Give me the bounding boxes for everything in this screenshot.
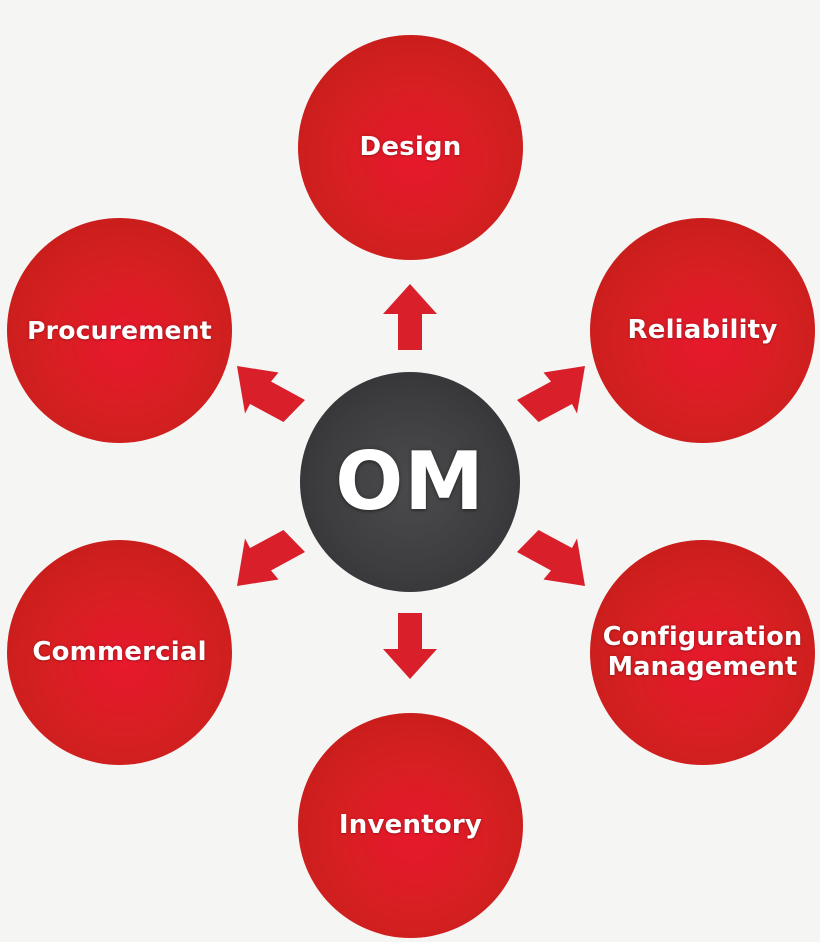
arrow-down-left-icon [237, 530, 305, 586]
node-commercial-label: Commercial [32, 637, 207, 668]
arrow-down-right-icon [517, 530, 585, 586]
node-procurement[interactable]: Procurement [7, 218, 232, 443]
node-inventory-label: Inventory [338, 810, 483, 841]
node-procurement-label: Procurement [27, 316, 212, 345]
node-reliability[interactable]: Reliability [590, 218, 815, 443]
node-reliability-label: Reliability [627, 315, 778, 346]
node-design-label: Design [359, 132, 462, 163]
arrow-down-icon [383, 613, 437, 679]
node-configuration-management[interactable]: Configuration Management [590, 540, 815, 765]
node-configuration-management-label: Configuration Management [602, 621, 803, 682]
arrow-up-right-icon [517, 366, 585, 422]
node-om-center[interactable]: OM [300, 372, 520, 592]
arrow-up-icon [383, 284, 437, 350]
node-design[interactable]: Design [298, 35, 523, 260]
node-om-label: OM [335, 434, 485, 528]
arrow-up-left-icon [237, 366, 305, 422]
node-commercial[interactable]: Commercial [7, 540, 232, 765]
node-inventory[interactable]: Inventory [298, 713, 523, 938]
